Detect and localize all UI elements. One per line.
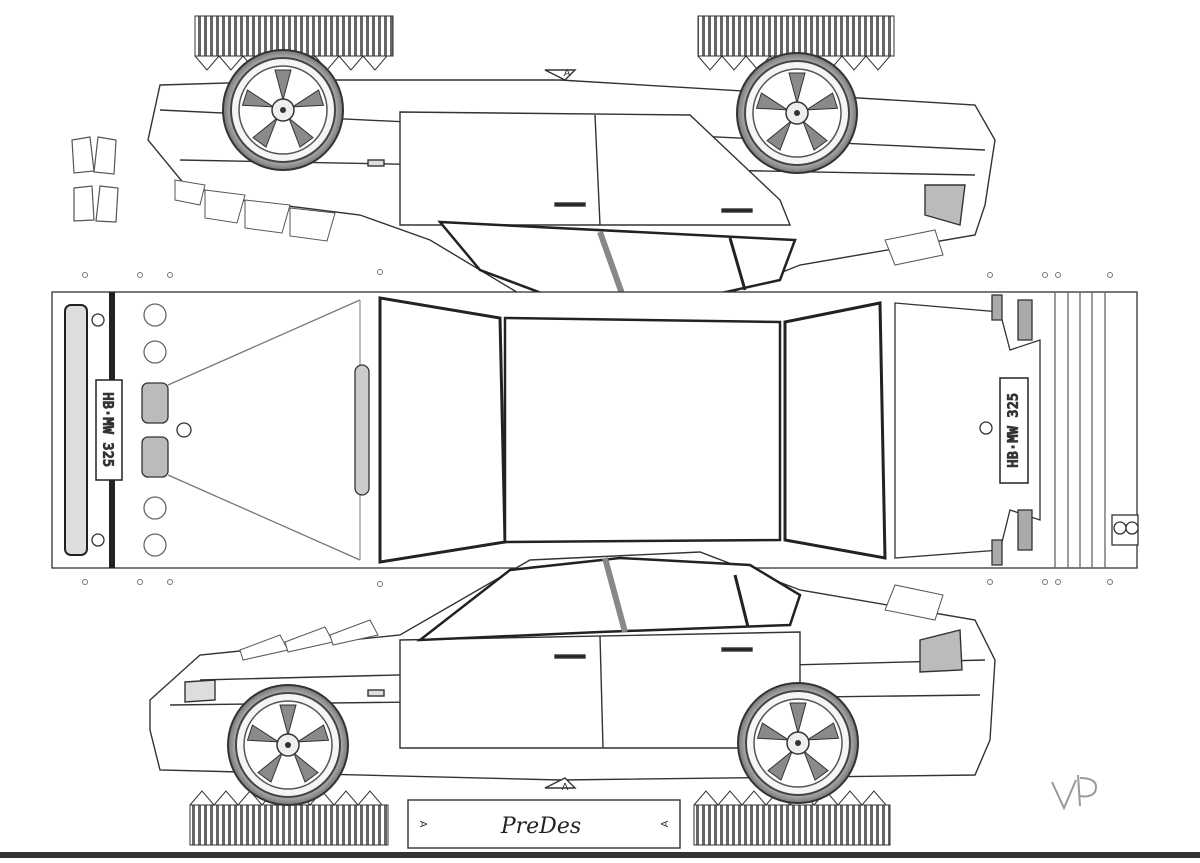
glue-tabs-top bbox=[174, 179, 944, 266]
tire-tread-strip-bottom-right bbox=[693, 790, 891, 846]
wheel-icon-top-right bbox=[736, 52, 858, 174]
brand-label-box: PreDes A A bbox=[407, 799, 681, 849]
glue-mark-left: A bbox=[417, 821, 428, 828]
glue-mark-right: A bbox=[660, 820, 671, 827]
bmw-logo-icon-rear bbox=[979, 421, 993, 435]
tire-tread-strip-top-left bbox=[194, 15, 394, 71]
wheel-icon-bottom-left bbox=[227, 684, 349, 806]
page-bottom-border bbox=[0, 852, 1200, 858]
car-top-view-panel: HB·MW 325 HB·MW 325 bbox=[51, 291, 1139, 569]
glue-mark-top: A bbox=[564, 68, 571, 79]
wheel-icon-bottom-right bbox=[737, 682, 859, 804]
bmw-logo-icon-front bbox=[176, 422, 192, 438]
license-plate-rear: HB·MW 325 bbox=[1007, 393, 1022, 468]
wheel-icon-top-left bbox=[222, 49, 344, 171]
light-pieces bbox=[71, 136, 119, 223]
glue-tabs-bottom bbox=[239, 584, 944, 661]
tire-tread-strip-bottom-left bbox=[189, 790, 389, 846]
grille-left bbox=[141, 382, 169, 424]
glue-mark-bottom: A bbox=[562, 782, 569, 793]
grille-right bbox=[141, 436, 169, 478]
headlight-icon bbox=[184, 679, 216, 703]
brand-label: PreDes bbox=[500, 814, 581, 839]
designer-signature bbox=[1051, 774, 1097, 811]
license-plate-front: HB·MW 325 bbox=[100, 393, 115, 468]
fold-marks bbox=[82, 269, 1113, 587]
taillight-icon bbox=[919, 629, 963, 673]
